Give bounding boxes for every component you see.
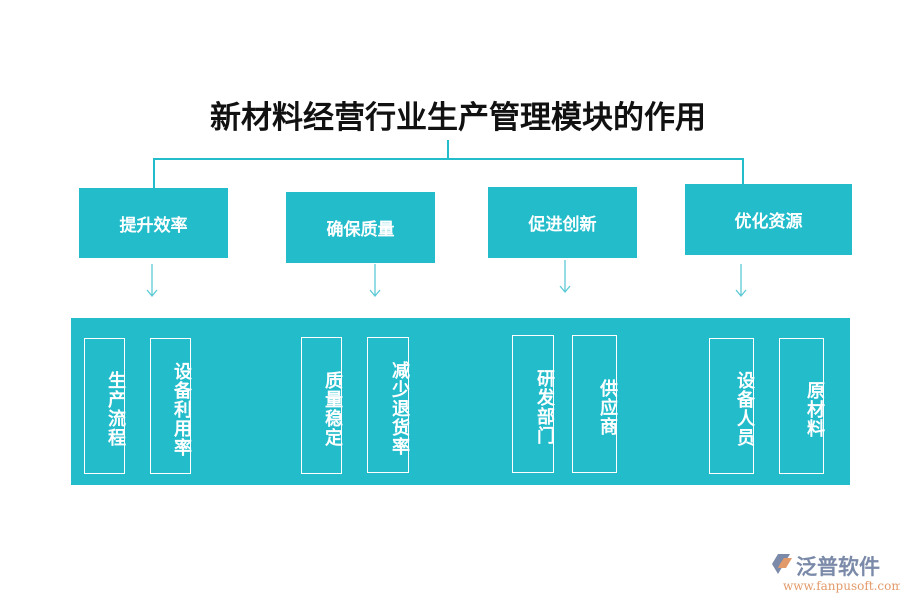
category-box-1: 提升效率 bbox=[79, 188, 228, 258]
item-box: 质量稳定 bbox=[301, 337, 343, 474]
connector-line bbox=[447, 140, 449, 159]
items-panel bbox=[71, 318, 850, 485]
down-arrow-icon bbox=[146, 264, 158, 298]
category-box-4: 优化资源 bbox=[685, 184, 852, 255]
diagram-title: 新材料经营行业生产管理模块的作用 bbox=[210, 100, 706, 136]
item-box: 生产流程 bbox=[84, 338, 126, 474]
logo-url: www.fanpusoft.com bbox=[783, 579, 900, 593]
down-arrow-icon bbox=[369, 264, 381, 298]
down-arrow-icon bbox=[559, 260, 571, 294]
item-box: 减少退货率 bbox=[367, 337, 410, 473]
item-box: 设备人员 bbox=[709, 338, 755, 474]
logo-name: 泛普软件 bbox=[796, 555, 880, 579]
category-box-2: 确保质量 bbox=[286, 192, 435, 263]
connector-line bbox=[153, 158, 155, 188]
item-box: 原材料 bbox=[779, 338, 825, 474]
logo-icon bbox=[772, 554, 792, 574]
connector-line bbox=[742, 158, 744, 184]
category-box-3: 促进创新 bbox=[488, 187, 637, 258]
connector-line bbox=[153, 158, 743, 160]
down-arrow-icon bbox=[735, 264, 747, 298]
item-box: 设备利用率 bbox=[150, 338, 192, 474]
brand-logo: 泛普软件 www.fanpusoft.com bbox=[768, 551, 900, 593]
item-box: 供应商 bbox=[572, 335, 618, 473]
item-box: 研发部门 bbox=[512, 335, 555, 473]
